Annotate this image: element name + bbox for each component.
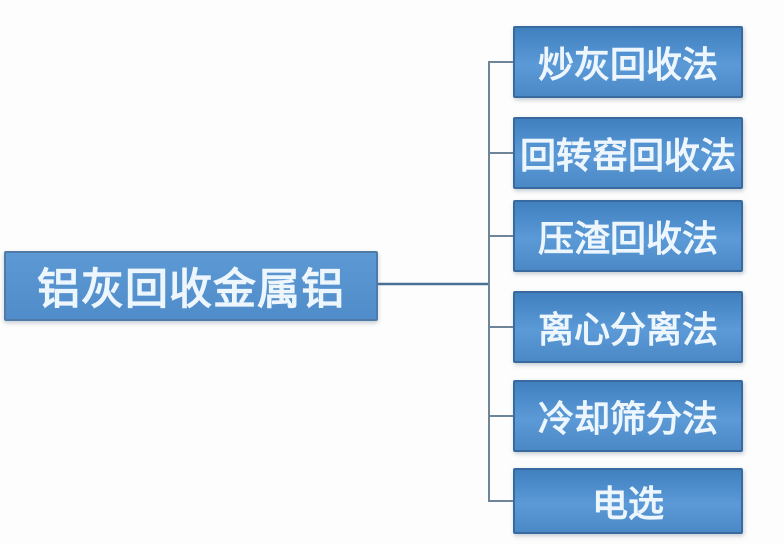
child-node-centrifugal-separation: 离心分离法: [513, 291, 743, 363]
child-node-label: 回转窑回收法: [519, 135, 736, 176]
child-node-label: 电选: [591, 483, 664, 524]
child-node-cooling-screening: 冷却筛分法: [513, 380, 743, 452]
child-node-slag-pressing-recovery: 压渣回收法: [513, 200, 743, 272]
root-node-label: 铝灰回收金属铝: [37, 266, 345, 314]
child-node-rotary-kiln-recovery: 回转窑回收法: [513, 117, 743, 189]
child-node-stir-fry-ash-recovery: 炒灰回收法: [513, 26, 743, 98]
root-node: 铝灰回收金属铝: [4, 251, 378, 321]
child-node-label: 炒灰回收法: [537, 44, 718, 85]
child-node-electrostatic-selection: 电选: [513, 468, 743, 534]
child-node-label: 压渣回收法: [537, 218, 718, 259]
child-node-label: 冷却筛分法: [537, 398, 718, 439]
child-node-label: 离心分离法: [537, 309, 718, 350]
